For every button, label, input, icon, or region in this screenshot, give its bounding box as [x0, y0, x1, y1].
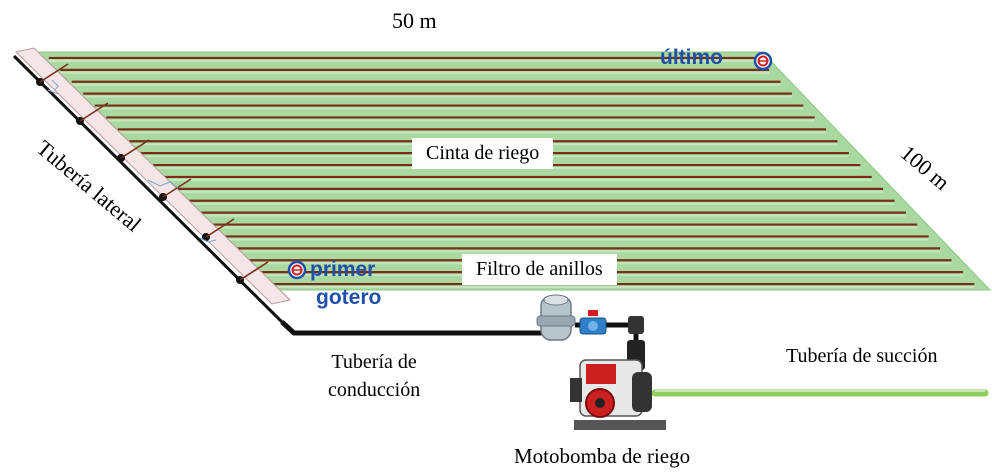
conduction-pipe [280, 320, 545, 336]
dripper-marker-icon [287, 260, 307, 280]
conduction-label: Tubería de conducción [328, 348, 420, 404]
lateral-connector [79, 102, 109, 122]
lateral-connector [205, 218, 235, 238]
pump-icon [570, 359, 666, 430]
conduction-label-line1: Tubería de [331, 351, 417, 373]
valve-icon [579, 310, 607, 335]
drip-tapes [48, 56, 975, 289]
lateral-junctions [36, 63, 269, 284]
first-dripper-label-line2: gotero [316, 286, 382, 309]
water-mark [147, 179, 179, 189]
lateral-pipe [14, 47, 292, 305]
first-dripper-label: primer gotero [310, 256, 381, 312]
last-dripper-label: último [660, 46, 723, 69]
conduction-label-line2: conducción [328, 379, 421, 401]
pump-label: Motobomba de riego [514, 444, 691, 468]
width-label: 50 m [392, 8, 437, 33]
lateral-connector [39, 63, 69, 83]
elbow-fitting [628, 316, 644, 334]
lateral-connector [120, 139, 150, 159]
dripper-marker-icon [753, 51, 773, 71]
lateral-connector [162, 178, 192, 198]
filter-label: Filtro de anillos [462, 254, 617, 285]
suction-label: Tubería de succión [786, 345, 938, 367]
first-dripper-label-line1: primer [310, 258, 376, 281]
tape-label: Cinta de riego [412, 138, 554, 169]
filter-icon [536, 294, 576, 341]
water-mark [199, 237, 217, 243]
water-mark [47, 79, 59, 95]
lateral-connector [239, 261, 269, 281]
